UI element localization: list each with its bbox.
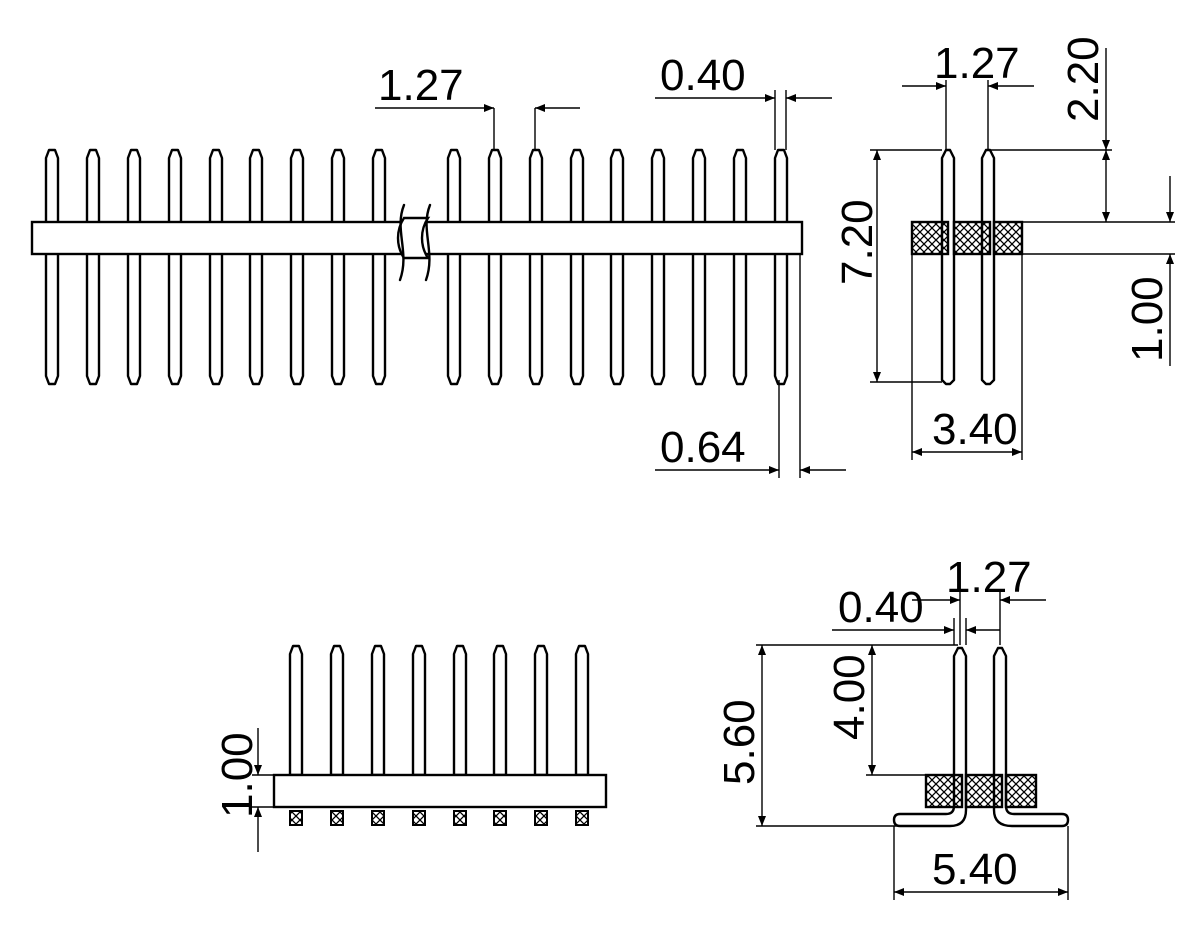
smt-side-view: 0.40 1.27 4.00 5.60 5.40 [715,553,1070,900]
side-body-width-dimension: 3.40 [912,405,1022,456]
front-pitch-dimension: 1.27 [375,61,580,150]
front-pin [487,148,503,386]
smt-pin [452,644,468,777]
smt-pad [371,810,385,826]
front-pin [528,148,544,386]
smt-body-height-dimension: 1.00 [213,728,274,852]
front-pin [773,148,789,386]
smt-pitch-label: 1.27 [946,553,1032,602]
side-pin-1 [940,148,956,386]
front-pin [167,148,183,386]
front-pins [44,148,789,386]
front-pin [371,148,387,386]
side-pitch-dimension: 1.27 [902,39,1034,150]
side-top-height-dimension: 2.20 [1059,36,1110,222]
smt-foot-width-dimension: 5.40 [894,845,1068,896]
smt-pitch-dimension: 1.27 [912,553,1046,645]
smt-body-cell-1 [924,773,964,809]
side-body-cell-1 [910,220,950,256]
smt-total-height-dimension: 5.60 [715,645,766,826]
smt-pin [370,644,386,777]
front-pin [289,148,305,386]
smt-body [272,773,608,809]
break-line-left [398,203,406,282]
smt-body-cell-3 [1004,773,1038,809]
side-body-width-label: 3.40 [932,405,1018,454]
smt-pad [534,810,548,826]
front-pin-width-dimension: 0.40 [655,51,832,150]
front-pin [208,148,224,386]
front-pin [330,148,346,386]
smt-pins [288,644,590,777]
side-top-height-label: 2.20 [1059,36,1108,122]
front-pin [85,148,101,386]
side-body-cell-3 [992,220,1024,256]
smt-body-cell-2 [964,773,1004,809]
smt-total-height-label: 5.60 [715,699,764,785]
smt-pin [288,644,304,777]
front-pin-width-label: 0.40 [660,51,746,100]
side-total-height-label: 7.20 [833,199,882,285]
front-pin [569,148,585,386]
side-body-height-dimension: 1.00 [1123,176,1174,366]
smt-pin-width-dimension: 0.40 [832,583,1000,645]
front-pin [248,148,264,386]
front-pin-length-dimension: 0.64 [655,254,846,478]
front-view: 1.27 0.40 0.64 [30,51,846,478]
smt-body-height-label: 1.00 [213,732,262,818]
side-pitch-label: 1.27 [934,39,1020,88]
side-pin-2 [980,148,996,386]
smt-pad [412,810,426,826]
smt-pad [289,810,303,826]
side-total-height-dimension: 7.20 [833,150,882,382]
smt-pin [533,644,549,777]
smt-pin [492,644,508,777]
front-pin [44,148,60,386]
smt-side-pin-left [892,646,968,828]
front-pin [732,148,748,386]
smt-pin-height-dimension: 4.00 [825,645,876,775]
front-pin [609,148,625,386]
front-pitch-label: 1.27 [378,61,464,110]
front-break [396,216,431,260]
front-pin-length-label: 0.64 [660,423,746,472]
side-body-cell-2 [952,220,992,256]
front-pin [650,148,666,386]
break-line-right [424,203,432,282]
smt-pad [575,810,589,826]
smt-pin-height-label: 4.00 [825,654,874,740]
smt-pin-width-label: 0.40 [838,583,924,632]
smt-side-pin-right [992,646,1070,828]
smt-pad [453,810,467,826]
smt-pin [574,644,590,777]
front-pin [691,148,707,386]
smt-pin [329,644,345,777]
smt-pad [493,810,507,826]
smt-foot-width-label: 5.40 [932,845,1018,894]
smt-pad [330,810,344,826]
smt-pin [411,644,427,777]
side-view: 1.27 2.20 7.20 1.00 3.40 [833,36,1175,460]
front-pin [126,148,142,386]
smt-front-view: 1.00 [213,644,608,852]
front-pin [446,148,462,386]
side-body-height-label: 1.00 [1123,276,1172,362]
smt-pads [289,810,589,826]
